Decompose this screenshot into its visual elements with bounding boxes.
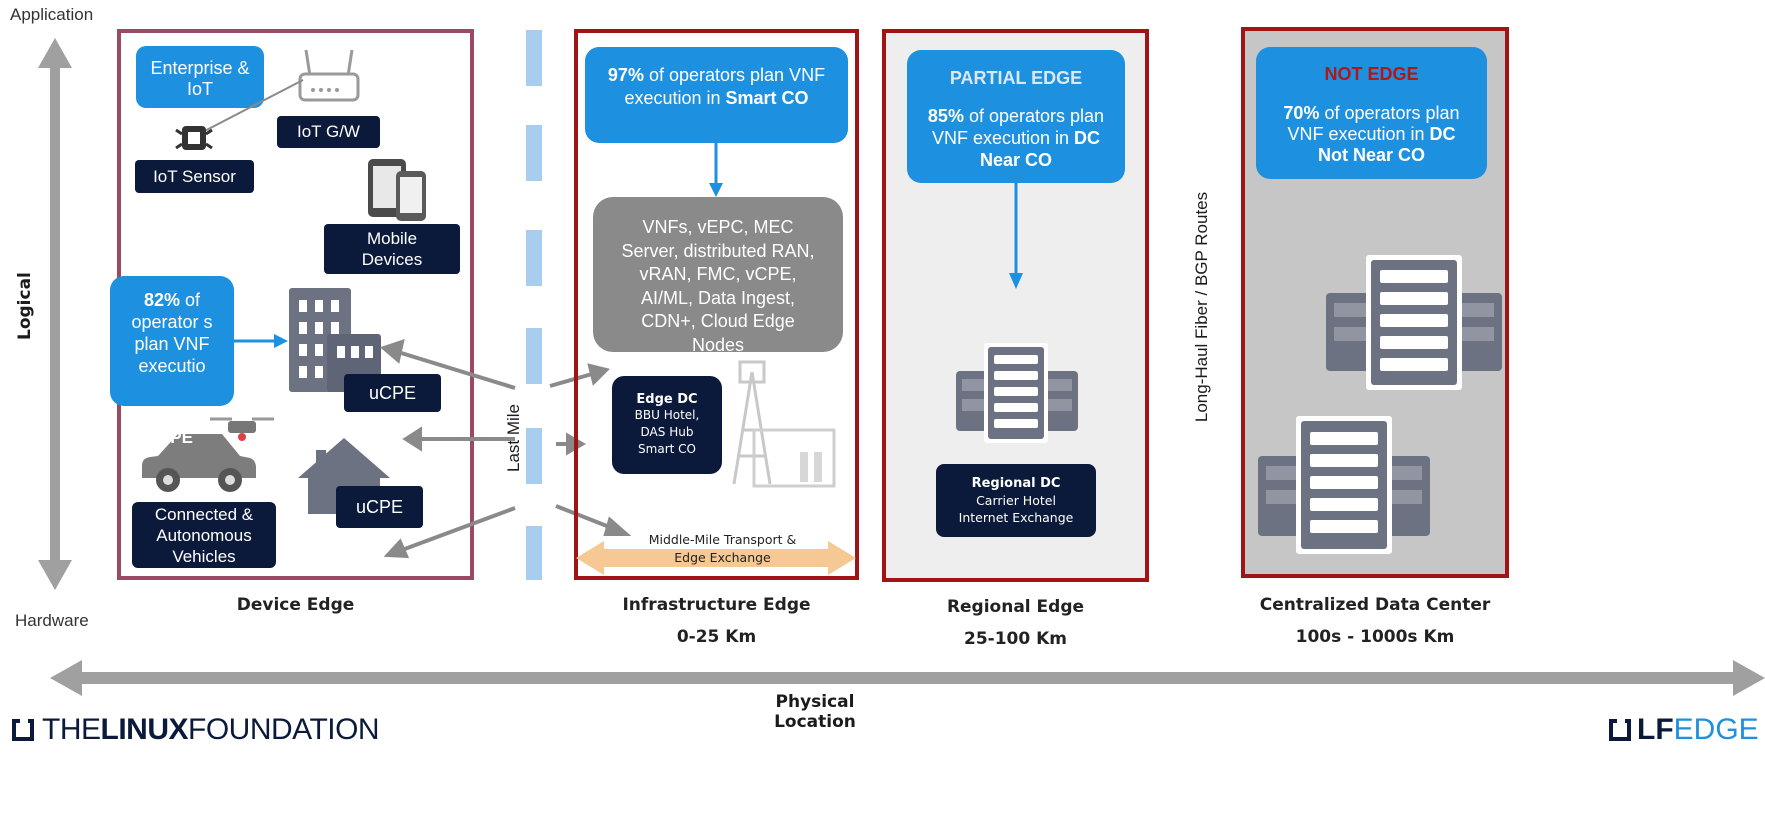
device-stat-value: 82% xyxy=(143,290,180,310)
lf-edge-rest: EDGE xyxy=(1673,713,1759,746)
infra-stat-bold: Smart CO xyxy=(725,88,809,108)
last-mile-arrows xyxy=(380,338,632,559)
device-edge-label: Device Edge xyxy=(236,595,355,615)
middle-mile-label-1: Middle-Mile Transport & xyxy=(648,532,797,547)
axis-bottom-label: Hardware xyxy=(15,611,89,630)
central-header: NOT EDGE xyxy=(1324,64,1419,84)
ucpe-label-2: uCPE xyxy=(355,496,404,517)
infra-stat-value: 97% xyxy=(607,65,644,85)
ucpe-label-1: uCPE xyxy=(368,382,417,403)
central-server-icon-1 xyxy=(1326,255,1502,390)
iot-sensor-label: IoT Sensor xyxy=(153,166,236,186)
central-stat-bold: DC Not Near CO xyxy=(1317,124,1456,165)
middle-mile-arrow xyxy=(576,541,856,575)
device-stat-text: of operator s plan VNF executio xyxy=(131,290,213,376)
horizontal-axis-arrow xyxy=(50,660,1765,696)
infra-functions-box: VNFs, vEPC, MEC Server, distributed RAN,… xyxy=(593,197,843,355)
infra-down-arrow xyxy=(709,143,723,197)
infrastructure-edge-panel xyxy=(574,29,859,580)
axis-vertical-label: Logical xyxy=(15,272,35,340)
mobile-devices-box: Mobile Devices xyxy=(324,224,460,274)
central-stat-box: NOT EDGE 70% of operators plan VNF execu… xyxy=(1256,47,1487,179)
car-icon xyxy=(142,434,256,492)
central-server-icon-2 xyxy=(1258,416,1430,554)
infra-stat-text: of operators plan VNF execution in xyxy=(624,65,826,108)
axis-top-label: Application xyxy=(10,5,94,24)
sensor-icon xyxy=(175,126,213,150)
regional-server-icon xyxy=(956,343,1078,443)
edge-dc-title: Edge DC xyxy=(636,392,698,407)
infrastructure-edge-label: Infrastructure Edge xyxy=(622,595,811,615)
regional-edge-label: Regional Edge xyxy=(946,597,1085,617)
lf-edge-square-icon xyxy=(1609,719,1631,741)
regional-stat-bold: DC Near CO xyxy=(979,128,1101,170)
building-icon xyxy=(289,288,381,392)
infra-functions-text: VNFs, vEPC, MEC Server, distributed RAN,… xyxy=(621,217,815,355)
regional-header: PARTIAL EDGE xyxy=(949,68,1083,88)
sensor-link-line xyxy=(194,79,304,137)
enterprise-iot-label: Enterprise & IoT xyxy=(150,58,250,99)
iot-gw-box: IoT G/W xyxy=(277,116,380,148)
regional-dc-sub-2: Internet Exchange xyxy=(958,510,1074,525)
regional-dc-title: Regional DC xyxy=(971,476,1061,491)
last-mile-divider xyxy=(526,30,542,580)
cpe-overlay-label: CPE xyxy=(158,428,193,447)
regional-dc-box: Regional DC Carrier Hotel Internet Excha… xyxy=(936,464,1096,537)
infra-stat-box: 97% of operators plan VNF execution in S… xyxy=(585,47,848,143)
ucpe-box-1: uCPE xyxy=(344,374,441,412)
regional-down-arrow xyxy=(1009,183,1023,289)
regional-dc-sub-1: Carrier Hotel xyxy=(976,493,1056,508)
ucpe-box-2: uCPE xyxy=(336,486,423,528)
central-stat-text: of operators plan VNF execution in xyxy=(1287,103,1460,144)
middle-mile-label-2: Edge Exchange xyxy=(674,550,771,565)
lf-square-icon xyxy=(12,719,34,741)
iot-sensor-box: IoT Sensor xyxy=(135,160,254,193)
cell-tower-icon xyxy=(732,360,836,488)
lf-edge-bold: LF xyxy=(1637,713,1674,746)
router-icon xyxy=(298,49,360,102)
axis-horizontal-label: Physical Location xyxy=(774,692,856,732)
device-stat-box: 82% of operator s plan VNF executio xyxy=(110,276,234,406)
edge-dc-sub: BBU Hotel, DAS Hub Smart CO xyxy=(634,408,700,456)
linux-logo-rest: FOUNDATION xyxy=(188,713,380,746)
edge-dc-box: Edge DC BBU Hotel, DAS Hub Smart CO xyxy=(612,376,722,474)
regional-stat-value: 85% xyxy=(927,106,964,126)
device-stat-arrow xyxy=(234,334,288,348)
linux-logo-the: THE xyxy=(42,713,101,746)
vehicles-box: Connected & Autonomous Vehicles xyxy=(132,502,276,568)
central-dc-label: Centralized Data Center xyxy=(1259,595,1491,615)
regional-edge-distance: 25-100 Km xyxy=(963,629,1067,649)
drone-icon xyxy=(210,417,274,441)
enterprise-iot-box: Enterprise & IoT xyxy=(136,46,264,108)
regional-stat-text: of operators plan VNF execution in xyxy=(931,106,1105,148)
central-dc-distance: 100s - 1000s Km xyxy=(1295,627,1455,647)
mobile-devices-label: Mobile Devices xyxy=(361,229,423,269)
infrastructure-edge-distance: 0-25 Km xyxy=(676,627,757,647)
vehicles-label: Connected & Autonomous Vehicles xyxy=(154,504,254,566)
long-haul-label: Long-Haul Fiber / BGP Routes xyxy=(1192,191,1211,423)
vertical-axis-arrow xyxy=(38,38,72,590)
linux-logo-bold: LINUX xyxy=(100,713,189,746)
mobile-devices-icon xyxy=(368,159,426,221)
iot-gw-label: IoT G/W xyxy=(297,122,360,141)
regional-stat-box: PARTIAL EDGE 85% of operators plan VNF e… xyxy=(907,50,1125,183)
central-stat-value: 70% xyxy=(1283,103,1320,123)
